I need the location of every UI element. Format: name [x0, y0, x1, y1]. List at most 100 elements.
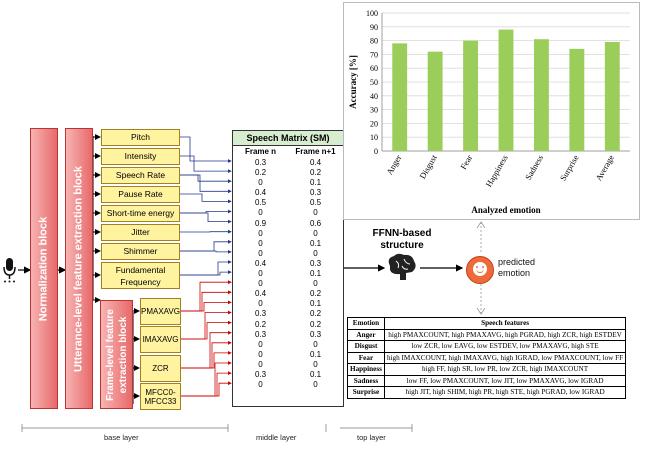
blue-connector [180, 270, 232, 276]
speech-matrix-cell: 0.2 [309, 168, 322, 178]
speech-matrix-cell: 0 [258, 349, 263, 359]
normalization-block: Normalization block [30, 128, 58, 409]
speech-matrix-cell: 0.3 [254, 309, 267, 319]
speech-matrix-cell: 0.3 [254, 158, 267, 167]
speech-matrix-cell: 0 [313, 248, 318, 258]
speech-matrix-cell: 0.1 [309, 238, 322, 248]
emotion-features: high FF, high SR, low PR, low ZCR, high … [383, 363, 627, 376]
x-tick-label: Happiness [483, 153, 509, 189]
blue-connector [180, 260, 232, 276]
speech-matrix-cell: 0 [258, 248, 263, 258]
y-tick-label: 70 [370, 50, 378, 59]
red-connector [181, 320, 232, 340]
x-tick-label: Anger [384, 153, 403, 177]
blue-connector [180, 174, 232, 194]
blue-connector [180, 239, 232, 252]
speech-matrix-cell: 0.3 [309, 329, 322, 339]
emotion-name: Sadness [347, 374, 385, 387]
speech-matrix-cell: 0 [258, 228, 263, 238]
speech-matrix-title: Speech Matrix (SM) [233, 131, 343, 146]
speech-matrix-cell: 0.2 [309, 289, 322, 299]
speech-matrix-cell: 0.3 [254, 369, 267, 379]
red-connector [181, 381, 232, 397]
middle-layer-label: middle layer [256, 433, 297, 442]
emotion-features: high PMAXCOUNT, high PMAXAVG, high PGRAD… [383, 328, 627, 341]
red-connector [181, 350, 232, 369]
x-tick-label: Disgust [417, 152, 439, 180]
speech-matrix-cell: 0.2 [254, 168, 267, 178]
red-connector [181, 290, 232, 312]
y-tick-label: 40 [370, 92, 378, 101]
normalization-label: Normalization block [37, 216, 50, 321]
speech-matrix-cell: 0.2 [309, 309, 322, 319]
predicted-emotion-label: predicted emotion [498, 257, 536, 278]
y-axis-title: Accuracy [%] [348, 55, 358, 109]
frame-feature-pmaxavg: PMAXAVG [140, 298, 181, 325]
feature-shimmer: Shimmer [101, 243, 180, 260]
smiley-icon [466, 256, 494, 284]
speech-matrix-cell: 0 [258, 359, 263, 369]
utterance-level-label: Utterance-level feature extraction block [72, 165, 85, 372]
speech-matrix-cell: 0 [258, 269, 263, 279]
bar-fear [463, 40, 479, 151]
red-connector [181, 340, 232, 369]
speech-matrix-cell: 0.4 [254, 188, 267, 198]
speech-matrix-cell: 0.4 [254, 258, 267, 268]
speech-matrix-cell: 0 [313, 359, 318, 369]
feature-intensity: Intensity [101, 148, 180, 165]
bar-happiness [498, 29, 514, 152]
speech-matrix-cell: 0 [313, 380, 318, 390]
speech-matrix-cell: 0 [258, 279, 263, 289]
feature-pitch: Pitch [101, 129, 180, 146]
speech-matrix-cell: 0 [258, 380, 263, 390]
feature-speech-rate: Speech Rate [101, 167, 180, 184]
speech-matrix-cell: 0.1 [309, 349, 322, 359]
speech-matrix: Speech Matrix (SM) Frame n Frame n+1 0.3… [232, 130, 344, 407]
bar-sadness [533, 39, 549, 151]
frame-n1-header: Frame n+1 [295, 147, 336, 156]
red-connector [181, 300, 232, 312]
speech-matrix-cell: 0 [258, 339, 263, 349]
brain-icon [388, 253, 416, 280]
speech-matrix-cell: 0.2 [254, 319, 267, 329]
speech-matrix-cell: 0 [258, 238, 263, 248]
blue-connector [180, 249, 232, 254]
blue-connector [180, 174, 232, 184]
speech-matrix-cell: 0.9 [254, 218, 267, 228]
frame-feature-zcr: ZCR [140, 355, 181, 382]
emotion-features: low FF, low PMAXCOUNT, low JIT, low PMAX… [383, 374, 627, 387]
speech-matrix-cell: 0.1 [309, 369, 322, 379]
emotion-column-header: Emotion [347, 317, 385, 330]
frame-n-header: Frame n [244, 147, 277, 156]
base-layer-label: base layer [104, 433, 139, 442]
blue-connector [180, 212, 232, 224]
bar-anger [392, 43, 408, 151]
emotion-name: Happiness [347, 363, 385, 376]
speech-matrix-cell: 0 [313, 228, 318, 238]
top-layer-label: top layer [357, 433, 386, 442]
feature-pause-rate: Pause Rate [101, 186, 180, 203]
features-column-header: Speech features [383, 317, 627, 330]
speech-matrix-cell: 0.1 [309, 299, 322, 309]
speech-matrix-cell: 0.4 [254, 289, 267, 299]
x-tick-label: Average [593, 153, 616, 183]
frame-feature-imaxavg: IMAXAVG [140, 326, 181, 353]
